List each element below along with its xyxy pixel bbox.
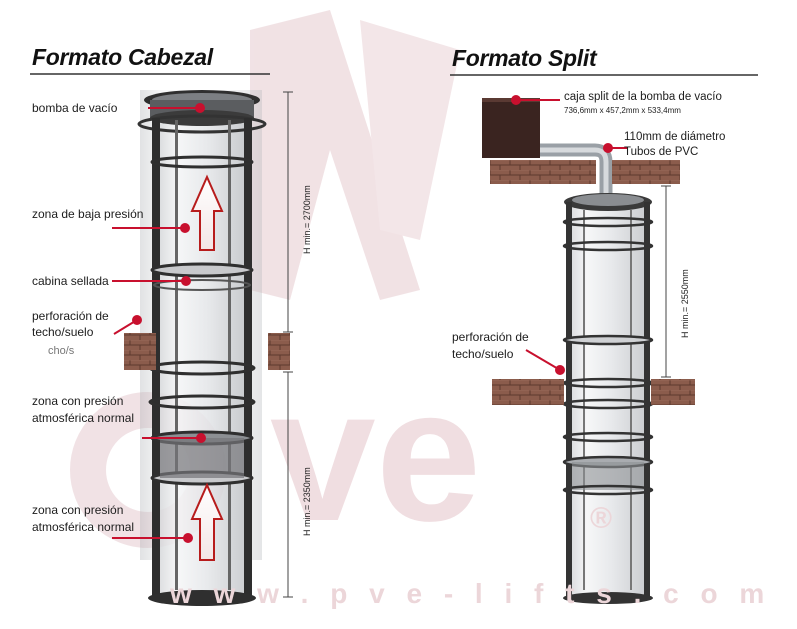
label-atm-upper-line1: zona con presión (32, 394, 124, 408)
watermark-url: w w w . p v e - l i f t s . c o m (170, 578, 772, 609)
label-perforation-ghost: cho/s (48, 345, 75, 357)
label-atm-lower-line1: zona con presión (32, 503, 124, 517)
right-ceiling-brick-right (612, 160, 680, 184)
up-arrow-icon-upper (190, 174, 224, 251)
left-dimension-lines (283, 91, 293, 598)
svg-text:ve: ve (270, 349, 481, 561)
right-leader-lines (511, 95, 628, 375)
right-elevator-tube (562, 193, 654, 604)
dim-upper-height: H min.= 2700mm (302, 185, 312, 254)
left-floor-brick-right (268, 333, 290, 370)
up-arrow-icon-lower (190, 482, 224, 561)
watermark-registered-icon: ® (590, 502, 613, 535)
label-sealed-cabin: cabina sellada (32, 274, 109, 288)
right-title: Formato Split (452, 45, 597, 71)
label-pipe-diameter: 110mm de diámetro (624, 131, 726, 143)
label-perforation-line2: techo/suelo (32, 325, 94, 339)
split-pump-box (482, 98, 540, 158)
label-split-box: caja split de la bomba de vacío (564, 91, 722, 103)
label-pvc-pipes: Tubos de PVC (624, 146, 699, 158)
left-elevator-tube (137, 90, 267, 606)
dim-lower-height: H min.= 2350mm (302, 467, 312, 536)
pvc-pipe (540, 143, 613, 200)
left-leader-lines (112, 103, 206, 543)
dim-split-height: H min.= 2550mm (680, 269, 690, 338)
label-perforation-line1: perforación de (32, 309, 109, 323)
label-right-perforation-line2: techo/suelo (452, 347, 514, 361)
left-floor-brick-left (124, 333, 156, 370)
label-atm-lower-line2: atmosférica normal (32, 520, 135, 534)
label-right-perforation-line1: perforación de (452, 330, 529, 344)
label-vacuum-pump: bomba de vacío (32, 101, 118, 115)
watermark-logo: ve (70, 10, 481, 561)
right-dimension-lines (661, 185, 671, 378)
label-atm-upper-line2: atmosférica normal (32, 411, 135, 425)
label-split-box-size: 736,6mm x 457,2mm x 533,4mm (564, 106, 681, 115)
right-ceiling-brick-left (490, 160, 596, 184)
right-floor-brick-right (651, 379, 695, 405)
label-low-pressure-zone: zona de baja presión (32, 207, 144, 221)
left-title: Formato Cabezal (32, 44, 213, 70)
right-floor-brick-left (492, 379, 564, 405)
